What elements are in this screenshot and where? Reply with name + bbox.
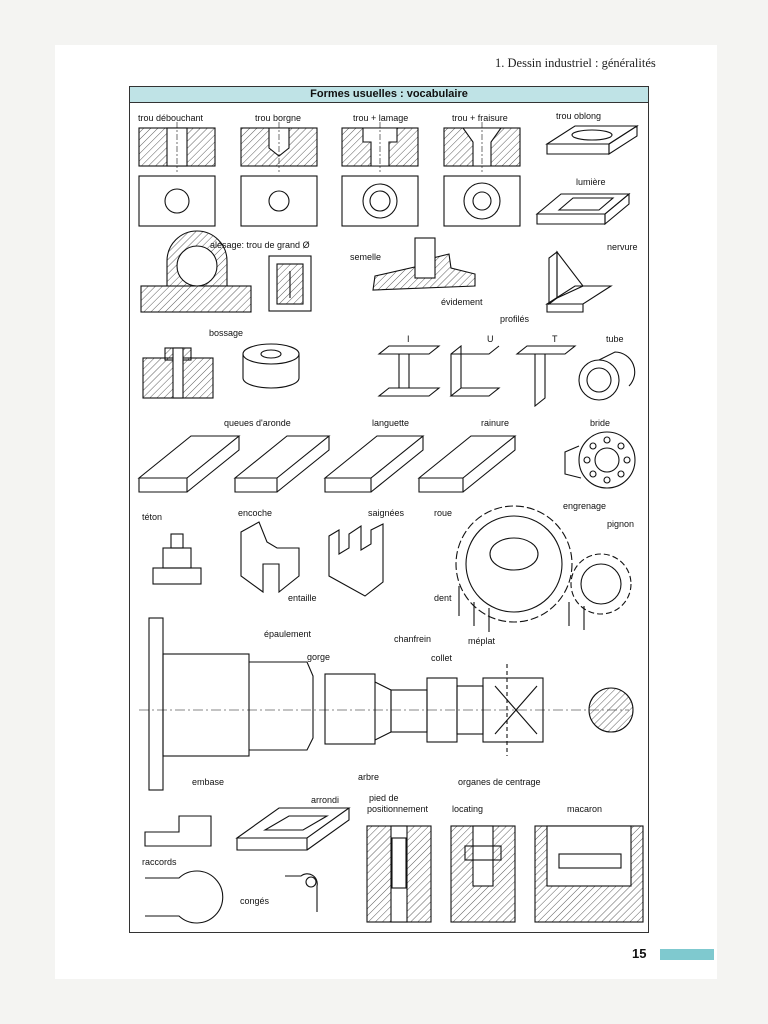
label-alesage: alésage: trou de grand Ø [210, 240, 310, 250]
label-semelle: semelle [350, 252, 382, 262]
organes-centrage [366, 825, 644, 923]
profiles [377, 344, 636, 408]
trou-lamage-section [341, 122, 419, 172]
label-profile-t: T [552, 334, 558, 344]
encoche [240, 521, 300, 594]
panel-title: Formes usuelles : vocabulaire [130, 87, 648, 103]
label-arrondi: arrondi [311, 795, 340, 805]
trou-borgne-section [240, 122, 318, 172]
semelle [372, 237, 476, 291]
label-conges: congés [240, 896, 270, 906]
label-meplat: méplat [468, 636, 496, 646]
label-profile-i: I [407, 334, 410, 344]
engrenage [455, 505, 632, 632]
label-entaille: entaille [288, 593, 317, 603]
label-dent: dent [434, 593, 452, 603]
label-roue: roue [434, 508, 453, 518]
label-arbre: arbre [358, 772, 380, 782]
label-queues-aronde: queues d'aronde [224, 418, 291, 428]
vocabulary-panel: Formes usuelles : vocabulaire [129, 86, 649, 933]
label-organes-centrage: organes de centrage [458, 777, 541, 787]
saignees [328, 523, 384, 597]
label-bossage: bossage [209, 328, 244, 338]
label-tube: tube [606, 334, 624, 344]
aronde-languette-rainure [137, 435, 517, 493]
trou-fraisure-section [443, 122, 521, 172]
label-epaulement: épaulement [264, 629, 312, 639]
label-saignees: saignées [368, 508, 405, 518]
label-engrenage: engrenage [563, 501, 607, 511]
page-tab-accent [660, 949, 714, 960]
label-lumiere: lumière [576, 177, 606, 187]
label-evidement: évidement [441, 297, 483, 307]
trou-oblong-iso [545, 124, 639, 156]
label-gorge: gorge [307, 652, 331, 662]
alesage-palier [140, 230, 312, 313]
label-chanfrein: chanfrein [394, 634, 432, 644]
label-trou-lamage: trou + lamage [353, 113, 409, 123]
bossage [142, 343, 300, 399]
label-macaron: macaron [567, 804, 603, 814]
label-pignon: pignon [607, 519, 635, 529]
label-trou-borgne: trou borgne [255, 113, 302, 123]
trou-debouchant-section [138, 122, 216, 172]
chapter-heading: 1. Dessin industriel : généralités [495, 56, 656, 70]
label-raccords: raccords [142, 857, 177, 867]
label-encoche: encoche [238, 508, 273, 518]
label-teton: téton [142, 512, 163, 522]
label-rainure: rainure [481, 418, 510, 428]
label-trou-debouchant: trou débouchant [138, 113, 204, 123]
raccords [144, 815, 224, 924]
page-number: 15 [632, 946, 647, 961]
label-pied-de: pied de [369, 793, 399, 803]
label-collet: collet [431, 653, 453, 663]
arrondi-plaque [235, 807, 351, 912]
label-languette: languette [372, 418, 410, 428]
arbre [139, 617, 634, 791]
top-views [138, 175, 521, 227]
teton [152, 533, 202, 585]
label-positionnement: positionnement [367, 804, 429, 814]
label-bride: bride [590, 418, 611, 428]
label-embase: embase [192, 777, 225, 787]
label-trou-fraisure: trou + fraisure [452, 113, 508, 123]
bride [564, 431, 636, 489]
label-nervure: nervure [607, 242, 638, 252]
label-locating: locating [452, 804, 484, 814]
label-profiles: profilés [500, 314, 530, 324]
technical-drawings [137, 122, 644, 924]
lumiere-iso [535, 192, 631, 226]
label-profile-u: U [487, 334, 494, 344]
nervure [545, 250, 613, 313]
label-trou-oblong: trou oblong [556, 111, 602, 121]
